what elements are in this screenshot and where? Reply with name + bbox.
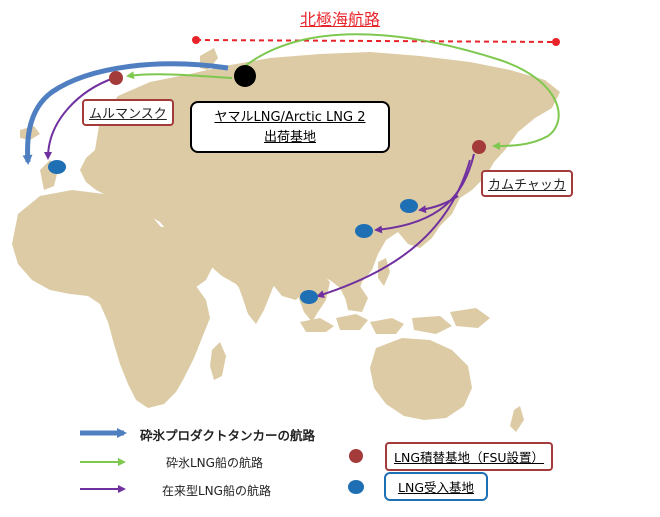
icebreaker-tanker-route: [22, 61, 229, 165]
receiving-marker-japan: [400, 199, 418, 213]
murmansk-label: ムルマンスク: [82, 99, 174, 126]
legend-receiving-marker: [348, 480, 364, 494]
origin-label-line2: 出荷基地: [263, 130, 316, 145]
legend-receiving-label: LNG受入基地: [384, 472, 489, 501]
legend-tanker-label: 砕氷プロダクトタンカーの航路: [140, 428, 316, 443]
conventional-lng-route-china: [374, 153, 475, 234]
northern-sea-route-line: [195, 39, 557, 43]
kamchatka-marker: [472, 140, 486, 154]
icebreaker-lng-route-east: [239, 33, 560, 150]
origin-marker: [234, 65, 256, 87]
murmansk-marker: [109, 71, 123, 85]
origin-label-line1: ヤマルLNG/Arctic LNG 2: [214, 110, 366, 125]
conventional-lng-route-southasia: [316, 159, 471, 298]
legend-conventional-lng-label: 在来型LNG船の航路: [162, 484, 271, 498]
northern-route-endpoint-east: [552, 38, 560, 46]
receiving-marker-europe: [48, 160, 66, 174]
origin-label: ヤマルLNG/Arctic LNG 2 出荷基地: [190, 101, 390, 153]
northern-route-endpoint-west: [192, 36, 200, 44]
legend-icebreaker-lng-label: 砕氷LNG船の航路: [166, 456, 263, 470]
receiving-marker-southasia: [300, 290, 318, 304]
receiving-marker-china: [355, 224, 373, 238]
northern-sea-route-title: 北極海航路: [300, 10, 381, 29]
legend-transshipment-marker: [349, 449, 363, 463]
kamchatka-label: カムチャッカ: [481, 170, 573, 197]
conventional-lng-route-europe: [44, 77, 115, 160]
icebreaker-lng-route-west: [126, 71, 233, 80]
legend-transshipment-label: LNG積替基地（FSU設置）: [385, 442, 554, 471]
